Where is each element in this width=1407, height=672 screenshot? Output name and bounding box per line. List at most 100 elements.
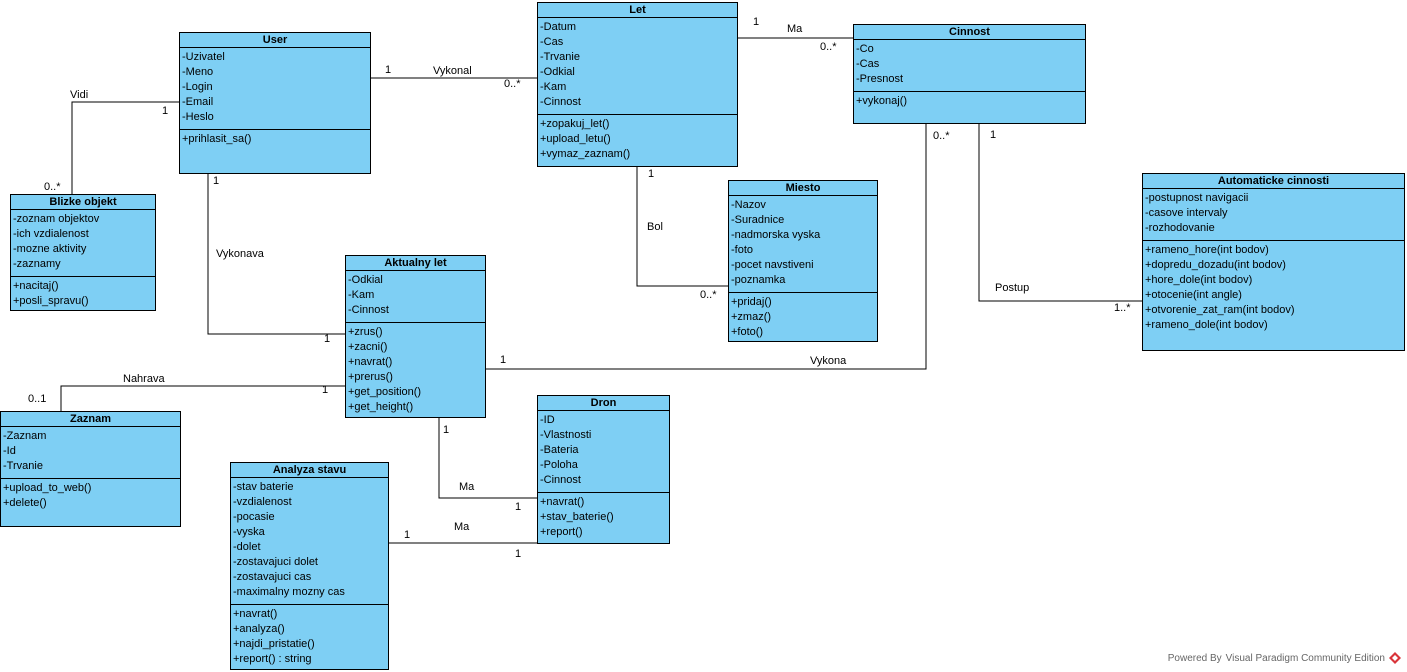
class-attribute: -pocasie: [233, 511, 275, 523]
class-operation: +pridaj(): [731, 296, 772, 308]
link-aktualny-dron: [438, 418, 537, 499]
class-operation: +analyza(): [233, 623, 285, 635]
class-aktualny-let[interactable]: Aktualny let-Odkial-Kam-Cinnost+zrus()+z…: [345, 255, 486, 418]
link-cinnost-automaticke: [978, 124, 1142, 302]
link-aktualny-zaznam: [60, 385, 345, 411]
class-operation: +nacitaj(): [13, 280, 59, 292]
class-name: User: [180, 33, 370, 48]
class-attribute: -Heslo: [182, 111, 214, 123]
class-name: Dron: [538, 396, 669, 411]
class-blizke-objekt[interactable]: Blizke objekt-zoznam objektov-ich vzdial…: [10, 194, 156, 311]
multiplicity: 1: [990, 129, 997, 141]
class-attributes: -Uzivatel-Meno-Login-Email-Heslo: [180, 48, 370, 130]
multiplicity: 1: [753, 16, 760, 28]
multiplicity: 1..*: [1114, 302, 1131, 314]
class-attributes: -postupnost navigacii-casove intervaly-r…: [1143, 189, 1404, 241]
class-operations: +rameno_hore(int bodov) +dopredu_dozadu(i…: [1143, 241, 1404, 335]
class-attribute: -Cas: [540, 36, 564, 48]
class-name: Cinnost: [854, 25, 1085, 40]
class-operation: +upload_letu(): [540, 133, 611, 145]
class-attribute: -maximalny mozny cas: [233, 586, 345, 598]
class-attribute: -zostavajuci cas: [233, 571, 312, 583]
class-attribute: -dolet: [233, 541, 261, 553]
class-attribute: -ID: [540, 414, 555, 426]
multiplicity: 1: [162, 105, 169, 117]
class-operations: +prihlasit_sa(): [180, 130, 370, 149]
class-attribute: -zaznamy: [13, 258, 61, 270]
class-attributes: -zoznam objektov-ich vzdialenost-mozne a…: [11, 210, 155, 277]
link-let-miesto: [636, 167, 728, 287]
class-operations: +navrat()+analyza()+najdi_pristatie()+re…: [231, 605, 388, 669]
class-attribute: -ich vzdialenost: [13, 228, 89, 240]
footer-powered: Powered By: [1167, 652, 1222, 664]
link-aktualny-cinnost: [486, 124, 927, 370]
class-attribute: -Login: [182, 81, 213, 93]
class-let[interactable]: Let-Datum-Cas-Trvanie-Odkial-Kam-Cinnost…: [537, 2, 738, 167]
multiplicity: 1: [443, 424, 450, 436]
class-attributes: -ID -Vlastnosti -Bateria -Poloha -Cinnost: [538, 411, 669, 493]
class-user[interactable]: User-Uzivatel-Meno-Login-Email-Heslo +pri…: [179, 32, 371, 174]
class-attribute: -Suradnice: [731, 214, 785, 226]
class-attribute: -postupnost navigacii: [1145, 192, 1249, 204]
class-operation: +rameno_dole(int bodov): [1145, 319, 1268, 331]
class-attributes: -Odkial-Kam-Cinnost: [346, 271, 485, 323]
class-attribute: -Trvanie: [3, 460, 43, 472]
class-attribute: -stav baterie: [233, 481, 294, 493]
multiplicity: 0..*: [504, 78, 521, 90]
visual-paradigm-logo-icon: [1389, 652, 1401, 664]
assoc-label-bol: Bol: [647, 221, 663, 233]
class-dron[interactable]: Dron -ID -Vlastnosti -Bateria -Poloha -Cinnos…: [537, 395, 670, 544]
class-attributes: -Nazov-Suradnice-nadmorska vyska-foto-po…: [729, 196, 877, 293]
class-analyza-stavu[interactable]: Analyza stavu-stav baterie-vzdialenost-p…: [230, 462, 389, 670]
class-operation: +vykonaj(): [856, 95, 908, 107]
class-name: Let: [538, 3, 737, 18]
class-attribute: -Cinnost: [540, 474, 581, 486]
class-name: Miesto: [729, 181, 877, 196]
class-operation: +navrat(): [348, 356, 393, 368]
class-attribute: -Vlastnosti: [540, 429, 592, 441]
class-operations: +zrus()+zacni()+navrat()+prerus()+get_po…: [346, 323, 485, 417]
class-zaznam[interactable]: Zaznam-Zaznam-Id-Trvanie+upload_to_web()…: [0, 411, 181, 527]
class-name: Blizke objekt: [11, 195, 155, 210]
class-cinnost[interactable]: Cinnost-Co-Cas-Presnost +vykonaj(): [853, 24, 1086, 124]
class-operations: +vykonaj(): [854, 92, 1085, 111]
class-operation: +report(): [540, 526, 583, 538]
assoc-label-vidi: Vidi: [70, 89, 89, 101]
class-attribute: -Poloha: [540, 459, 578, 471]
class-attribute: -Trvanie: [540, 51, 580, 63]
class-operation: +zopakuj_let(): [540, 118, 610, 130]
class-attribute: -Cinnost: [348, 304, 389, 316]
assoc-label-vykona: Vykona: [810, 355, 847, 367]
class-operation: +prerus(): [348, 371, 393, 383]
class-attribute: -Bateria: [540, 444, 579, 456]
class-operation: +report() : string: [233, 653, 312, 665]
class-attribute: -Co: [856, 43, 874, 55]
class-attribute: -Cinnost: [540, 96, 581, 108]
class-attribute: -casove intervaly: [1145, 207, 1228, 219]
class-operation: +dopredu_dozadu(int bodov): [1145, 259, 1286, 271]
class-operation: +upload_to_web(): [3, 482, 92, 494]
class-automaticke-cinnosti[interactable]: Automaticke cinnosti -postupnost navigaci…: [1142, 173, 1405, 351]
class-operation: +rameno_hore(int bodov): [1145, 244, 1269, 256]
class-operation: +prihlasit_sa(): [182, 133, 252, 145]
footer-product: Visual Paradigm Community Edition: [1225, 652, 1385, 664]
assoc-label-vykonal: Vykonal: [433, 65, 472, 77]
class-operations: +upload_to_web()+delete(): [1, 479, 180, 513]
class-attribute: -zostavajuci dolet: [233, 556, 318, 568]
multiplicity: 1: [648, 168, 655, 180]
class-name: Aktualny let: [346, 256, 485, 271]
class-attribute: -pocet navstiveni: [731, 259, 814, 271]
assoc-label-postup: Postup: [995, 282, 1030, 294]
class-operation: +navrat(): [233, 608, 278, 620]
class-attributes: -Zaznam-Id-Trvanie: [1, 427, 180, 479]
class-name: Automaticke cinnosti: [1143, 174, 1404, 189]
multiplicity: 0..1: [28, 393, 47, 405]
class-operation: +zacni(): [348, 341, 388, 353]
class-operation: +navrat(): [540, 496, 585, 508]
class-miesto[interactable]: Miesto-Nazov-Suradnice-nadmorska vyska-f…: [728, 180, 878, 342]
class-attribute: -nadmorska vyska: [731, 229, 821, 241]
class-attributes: -Co-Cas-Presnost: [854, 40, 1085, 92]
assoc-label-vykonava: Vykonava: [216, 248, 264, 260]
assoc-label-ma-analyza: Ma: [454, 521, 470, 533]
